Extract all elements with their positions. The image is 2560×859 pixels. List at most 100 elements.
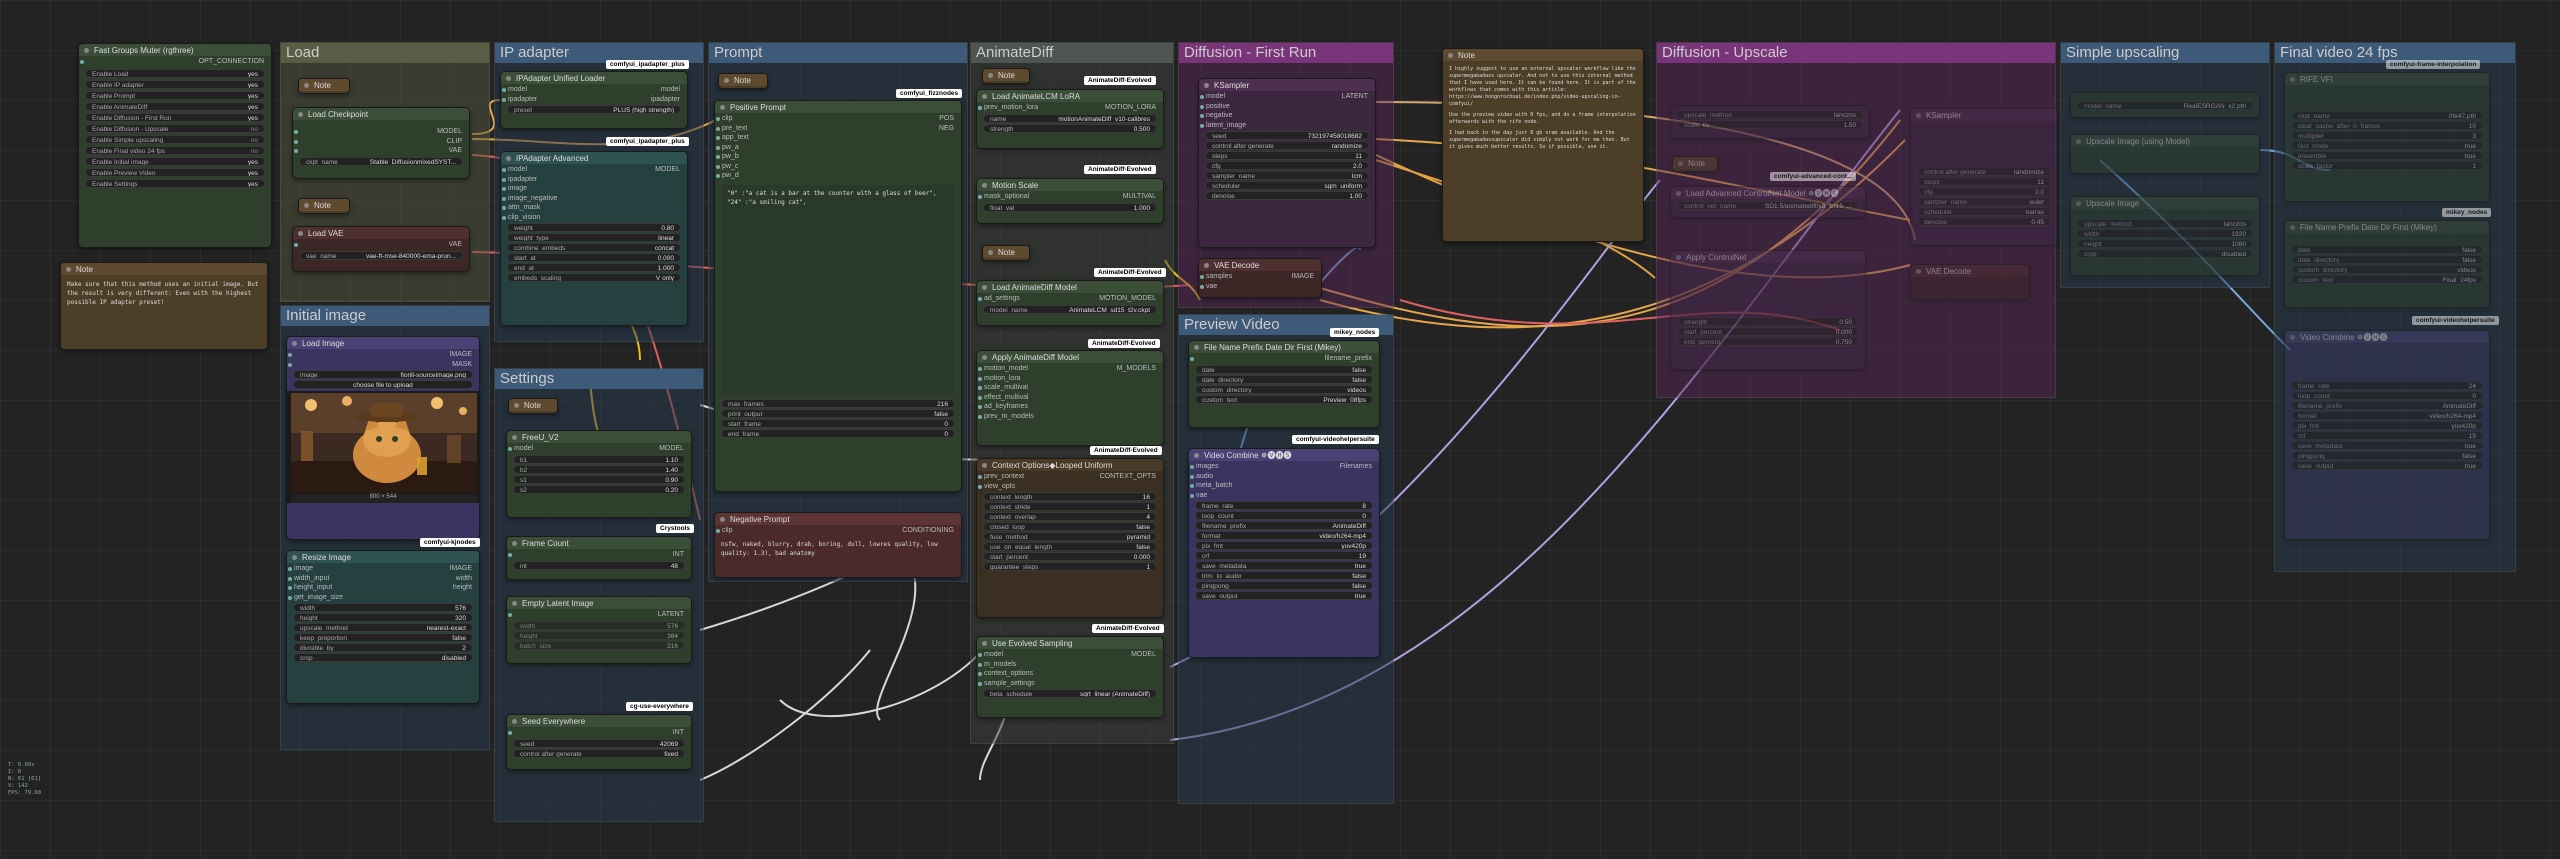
output-int[interactable]: INT xyxy=(507,728,691,738)
output-vae[interactable]: VAE xyxy=(293,240,469,250)
note-left[interactable]: Note Make sure that this method uses an … xyxy=(60,262,268,350)
input-slot[interactable]: scale_multival xyxy=(977,383,1163,393)
input-slot[interactable]: pw_c xyxy=(715,162,961,172)
input-slot[interactable]: view_opts xyxy=(977,482,1163,492)
slot-vae[interactable]: vae xyxy=(1199,282,1321,292)
output-clip[interactable]: CLIP xyxy=(293,137,469,147)
input-slot[interactable]: context_options xyxy=(977,669,1163,679)
input-slot[interactable]: clip_vision xyxy=(501,213,687,223)
prompt-note[interactable]: Note xyxy=(718,73,768,89)
load-note[interactable]: Note xyxy=(298,78,350,94)
output-slot[interactable]: OPT_CONNECTION xyxy=(79,57,271,67)
settings-note[interactable]: Note xyxy=(508,398,558,414)
output-image[interactable]: IMAGE xyxy=(287,350,479,360)
input-slot[interactable]: image xyxy=(501,184,687,194)
input-slot[interactable]: sample_settings xyxy=(977,679,1163,689)
input-slot[interactable]: motion_lora xyxy=(977,374,1163,384)
output-mask[interactable]: MASK xyxy=(287,360,479,370)
positive-prompt-text[interactable]: "0" :"a cat is a bar at the counter with… xyxy=(721,184,955,395)
input-slot[interactable]: vae xyxy=(1189,491,1379,501)
animatediff-note[interactable]: Note xyxy=(982,68,1030,84)
fast-groups-muter-node[interactable]: Fast Groups Muter (rgthree) OPT_CONNECTI… xyxy=(78,43,272,248)
upscaler-note[interactable]: Note I highly suggest to use an external… xyxy=(1442,48,1644,242)
animatediff-note-2[interactable]: Note xyxy=(982,245,1030,261)
